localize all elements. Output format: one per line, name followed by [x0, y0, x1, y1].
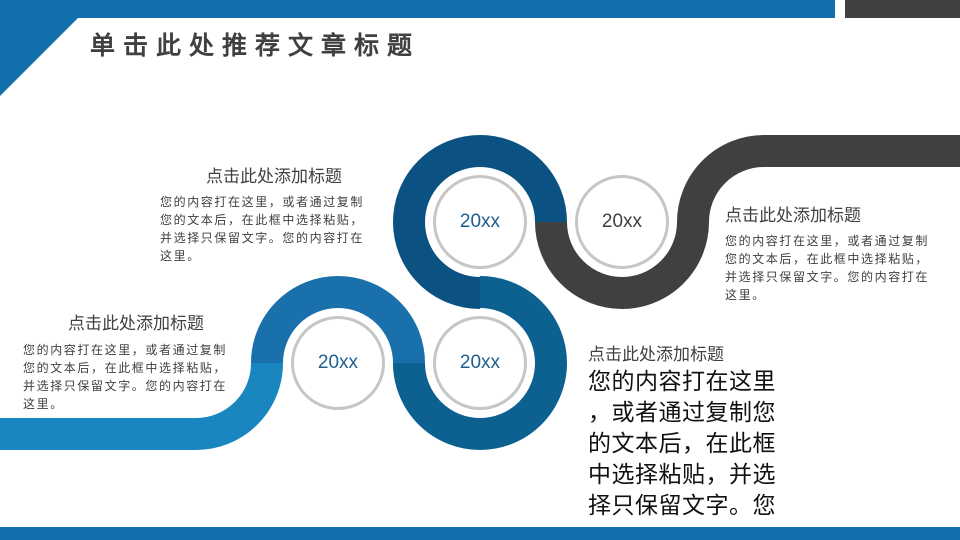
milestone-3-body[interactable]: 您的内容打在这里，或者通过复制您的文本后，在此框中选择粘贴， 并选择只保留文字。您… — [725, 232, 929, 304]
slide-title[interactable]: 单击此处推荐文章标题 — [90, 31, 421, 60]
body-line: 的文本后，在此框 — [588, 431, 776, 457]
body-line: ，或者通过复制您 — [588, 400, 776, 426]
body-line: 您的文本后，在此框中选择粘贴， — [725, 252, 930, 266]
milestone-1-body[interactable]: 您的内容打在这里，或者通过复制您的文本后，在此框中选择粘贴， 并选择只保留文字。您… — [160, 193, 364, 265]
milestone-2-title[interactable]: 点击此处添加标题 — [68, 314, 204, 334]
body-line: 并选择只保留文字。您的内容打在 — [23, 379, 228, 393]
body-line: 这里。 — [23, 397, 64, 411]
milestone-2-body[interactable]: 您的内容打在这里，或者通过复制您的文本后，在此框中选择粘贴， 并选择只保留文字。您… — [23, 341, 227, 413]
milestone-1-title[interactable]: 点击此处添加标题 — [206, 167, 342, 187]
year-badge-2: 20xx — [291, 316, 385, 410]
top-accent-bar — [0, 0, 835, 18]
body-line: 您的内容打在这里，或者通过复制 — [23, 343, 228, 357]
milestone-4-title[interactable]: 点击此处添加标题 — [588, 345, 724, 365]
body-line: 这里。 — [725, 288, 766, 302]
year-badge-4: 20xx — [433, 316, 527, 410]
body-line: 您的内容打在这里 — [588, 369, 776, 395]
milestone-4-body[interactable]: 您的内容打在这里 ，或者通过复制您的文本后，在此框中选择粘贴，并选择只保留文字。您 — [588, 367, 776, 522]
body-line: 您的文本后，在此框中选择粘贴， — [23, 361, 228, 375]
bar-left — [0, 362, 283, 450]
bottom-accent-bar — [0, 527, 960, 540]
top-gray-bar — [845, 0, 960, 18]
ring-top — [393, 135, 567, 309]
body-line: 并选择只保留文字。您的内容打在 — [725, 270, 930, 284]
ring-bottom — [393, 276, 567, 450]
year-badge-1: 20xx — [433, 175, 527, 269]
corner-triangle — [0, 18, 78, 96]
body-line: 择只保留文字。您 — [588, 493, 776, 519]
ring-left — [251, 276, 425, 364]
year-badge-3: 20xx — [575, 175, 669, 269]
ring-gray — [535, 135, 960, 309]
milestone-3-title[interactable]: 点击此处添加标题 — [725, 206, 861, 226]
body-line: 您的内容打在这里，或者通过复制 — [160, 195, 365, 209]
body-line: 您的文本后，在此框中选择粘贴， — [160, 213, 365, 227]
body-line: 您的内容打在这里，或者通过复制 — [725, 234, 930, 248]
body-line: 中选择粘贴，并选 — [588, 462, 776, 488]
body-line: 这里。 — [160, 249, 201, 263]
body-line: 并选择只保留文字。您的内容打在 — [160, 231, 365, 245]
